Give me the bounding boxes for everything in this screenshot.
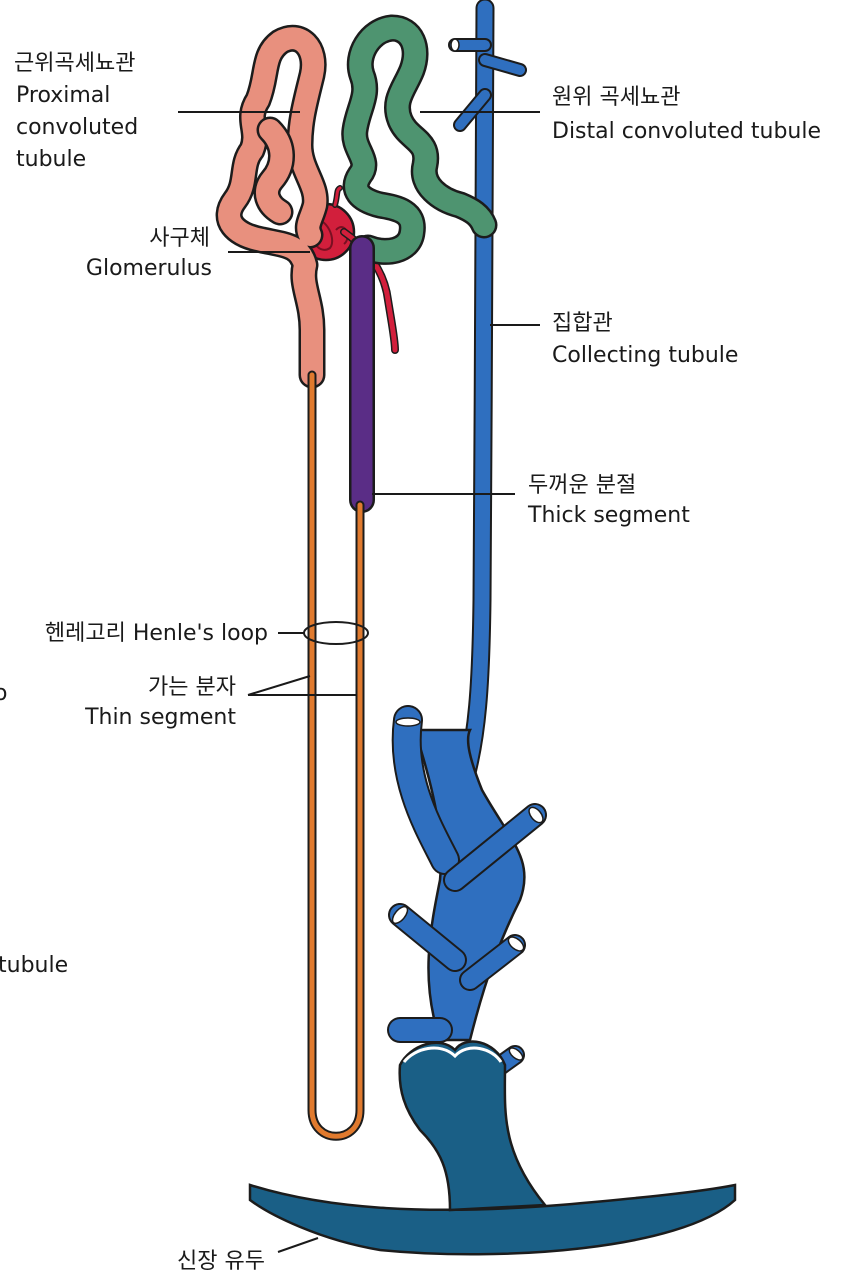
glomerulus-label-en: Glomerulus [86, 256, 212, 281]
pelvis-label-ko: 신장 유두 [177, 1249, 265, 1274]
renal-papilla [250, 1042, 735, 1255]
thick-label-ko: 두꺼운 분절 [528, 473, 636, 498]
thick-label-en: Thick segment [527, 503, 690, 528]
cut-left-label-1: o [0, 681, 7, 706]
distal-label-en: Distal convoluted tubule [552, 119, 821, 144]
distal-label-ko: 원위 곡세뇨관 [552, 85, 680, 110]
glomerulus-label-ko: 사구체 [149, 226, 210, 251]
proximal-convoluted-tubule [229, 38, 315, 375]
collecting-label-ko: 집합관 [552, 311, 613, 336]
collecting-label-en: Collecting tubule [552, 343, 738, 368]
proximal-label-en-1: Proximal [16, 83, 110, 108]
thin-label-en: Thin segment [84, 705, 236, 730]
cut-left-label-2: tubule [0, 953, 68, 978]
distal-convoluted-tubule [355, 28, 484, 251]
henle-label: 헨레고리 Henle's loop [45, 621, 268, 646]
proximal-label-en-2: convoluted [16, 115, 138, 140]
thin-label-ko: 가는 분자 [148, 675, 236, 700]
proximal-label-ko: 근위곡세뇨관 [14, 51, 135, 76]
proximal-label-en-3: tubule [16, 147, 86, 172]
